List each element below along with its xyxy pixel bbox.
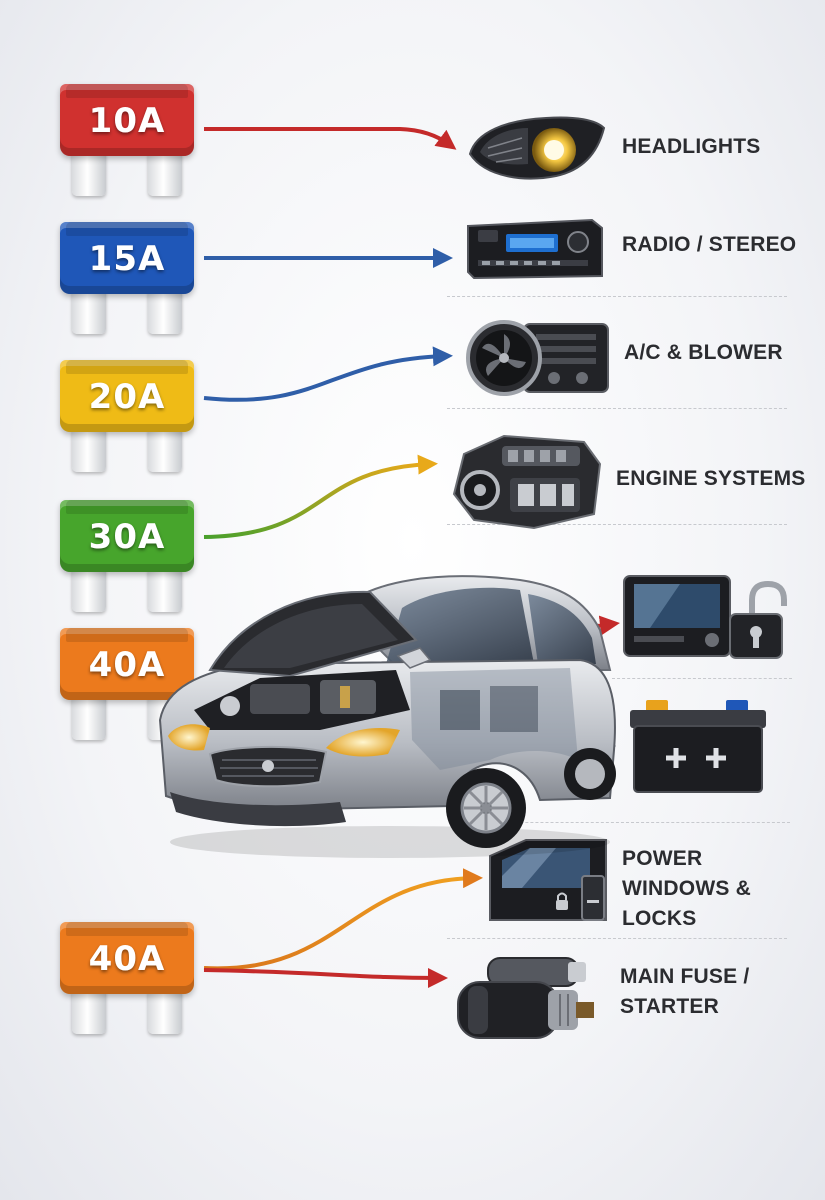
fuse-10a: 10A [60,84,194,196]
fuse-rating: 20A [88,377,166,417]
arrow-20a-ac [203,346,453,402]
fuse-rating: 40A [88,939,166,979]
fuse-20a: 20A [60,360,194,472]
divider [447,408,787,409]
fuse-body [60,500,194,572]
power-window-icon [489,839,607,921]
divider [447,524,787,525]
fuse-prong [72,990,106,1034]
fuse-40a-main: 40A [60,922,194,1034]
arrow-30a-engine [203,454,438,539]
fuse-30a: 30A [60,500,194,612]
fuse-prong [148,990,182,1034]
ac-blower-icon [466,320,609,396]
engine-icon [452,434,602,530]
component-label-radio: RADIO / STEREO [622,233,797,256]
fuse-prong [148,152,182,196]
component-label-starter: MAIN FUSE / STARTER [620,962,749,1022]
fuse-body [60,922,194,994]
fuse-prong [72,152,106,196]
starter-motor-icon [457,957,594,1039]
component-label-headlights: HEADLIGHTS [622,135,761,158]
component-label-ac: A/C & BLOWER [624,341,783,364]
label-line: STARTER [620,995,720,1018]
divider [447,938,787,939]
fuse-rating: 40A [88,645,166,685]
fuse-prong [148,568,182,612]
fuse-body [60,628,194,700]
fuse-rating: 30A [88,517,166,557]
fuse-15a: 15A [60,222,194,334]
infotainment-lock-icon [623,575,787,659]
fuse-prong [72,428,106,472]
fuse-body [60,360,194,432]
divider [470,822,790,823]
component-label-power-windows: POWER WINDOWS & LOCKS [622,844,825,934]
divider [612,678,792,679]
fuse-rating: 10A [88,101,166,141]
fuse-body [60,222,194,294]
fuse-rating: 15A [88,239,166,279]
headlight-icon [468,116,606,180]
fuse-prong [72,568,106,612]
label-line: MAIN FUSE / [620,965,750,988]
battery-icon [630,700,766,793]
car-icon [158,575,616,858]
arrow-starter [203,967,448,988]
arrow-10a-headlights [204,127,457,150]
label-line: WINDOWS & LOCKS [622,877,751,930]
fuse-prong [148,290,182,334]
label-line: POWER [622,847,703,870]
component-label-engine: ENGINE SYSTEMS [616,467,806,490]
radio-icon [467,218,603,280]
divider [447,296,787,297]
fuse-body [60,84,194,156]
fuse-prong [72,290,106,334]
fuse-prong [72,696,106,740]
arrow-power-windows [203,868,483,971]
fuse-prong [148,428,182,472]
